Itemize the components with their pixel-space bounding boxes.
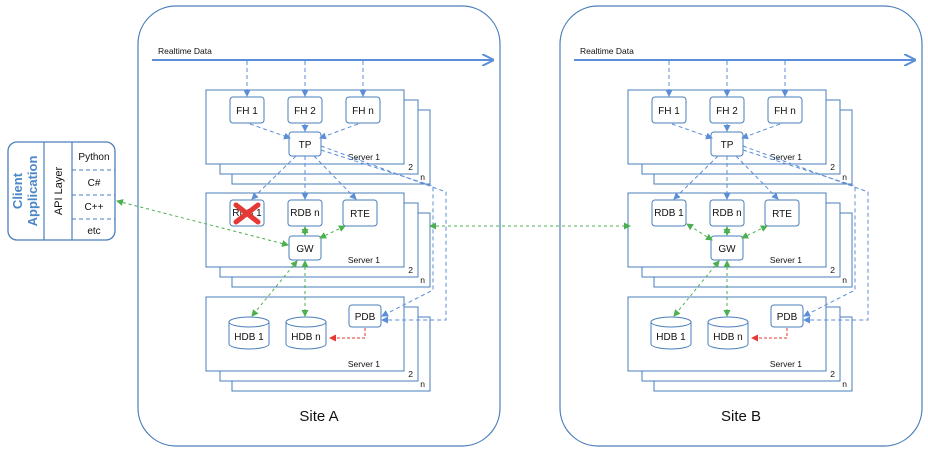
hdb1-cylinder [228,316,270,350]
svg-text:RDB n: RDB n [712,208,741,219]
node-hdbn: HDB n [291,332,320,343]
client-application: Client Application API Layer Python C# C… [7,141,116,241]
client-title-line2: Application [25,156,40,227]
site-a-feed-tier: Server 1 2 n FH 1 FH 2 FH n TP [205,89,431,185]
site-a-realtime-label: Realtime Data [158,46,212,56]
svg-text:n: n [842,275,847,285]
svg-text:2: 2 [408,265,413,275]
site-b-label: Site B [721,408,761,425]
site-a-red-flow [329,328,366,342]
site-a-hdb-tier: Server 1 2 n HDB 1 HDB n PDB [205,296,431,392]
lang-etc: etc [87,226,100,237]
svg-text:n: n [420,172,425,182]
site-b-rdb-tier: Server 1 2 n RDB 1 RDB n RTE GW [627,192,853,288]
site-b-realtime-label: Realtime Data [580,46,634,56]
svg-text:RTE: RTE [772,209,792,220]
node-fhn: FH n [352,106,374,117]
svg-text:Server 1: Server 1 [770,255,802,265]
site-b-green-flows [673,223,768,317]
site-b-feed-tier: Server 1 2 n FH 1 FH 2 FH n TP [627,89,853,185]
site-a-rdb-tier: Server 1 2 n RDB 1 RDB n RTE GW [205,192,431,288]
site-a-label: Site A [299,408,338,425]
svg-text:2: 2 [830,162,835,172]
site-b: Realtime Data Server 1 2 n FH 1 FH 2 FH … [559,5,923,447]
api-layer-label: API Layer [53,167,65,216]
node-tp: TP [299,140,312,151]
svg-text:n: n [420,275,425,285]
site-b-red-flow [751,328,788,342]
svg-text:2: 2 [830,369,835,379]
site-b-hdb-tier: Server 1 2 n HDB 1 HDB n PDB [627,296,853,392]
site-b-blue-flows [665,61,869,324]
svg-text:Server 1: Server 1 [770,152,802,162]
svg-text:Server 1: Server 1 [348,152,380,162]
lang-python: Python [78,152,109,163]
node-rte: RTE [350,209,370,220]
lang-csharp: C# [88,178,101,189]
node-rdbn: RDB n [290,208,319,219]
svg-text:FH 1: FH 1 [658,106,680,117]
lang-cpp: C++ [85,202,104,213]
svg-text:PDB: PDB [777,312,798,323]
node-hdb1: HDB 1 [234,332,264,343]
node-fh2: FH 2 [294,106,316,117]
site-a-blue-flows [243,61,447,324]
svg-text:FH n: FH n [774,106,796,117]
svg-text:2: 2 [408,369,413,379]
svg-text:GW: GW [718,244,736,255]
node-pdb: PDB [355,312,376,323]
svg-text:2: 2 [408,162,413,172]
svg-text:Server 1: Server 1 [348,359,380,369]
svg-text:n: n [842,379,847,389]
node-fh1: FH 1 [236,106,258,117]
svg-text:2: 2 [830,265,835,275]
hdbn-cylinder [285,316,327,350]
svg-text:HDB n: HDB n [713,332,742,343]
svg-text:RDB 1: RDB 1 [654,208,684,219]
svg-text:HDB 1: HDB 1 [656,332,686,343]
site-a: Realtime Data Server 1 2 n FH 1 FH 2 FH … [137,5,501,447]
client-title-line1: Client [10,172,25,209]
site-a-green-flows [251,225,346,317]
svg-text:n: n [420,379,425,389]
node-gw: GW [296,244,314,255]
svg-text:FH 2: FH 2 [716,106,738,117]
svg-text:n: n [842,172,847,182]
hdb1-cylinder [650,316,692,350]
svg-text:Server 1: Server 1 [770,359,802,369]
hdbn-cylinder [707,316,749,350]
svg-text:TP: TP [721,140,734,151]
svg-text:Server 1: Server 1 [348,255,380,265]
